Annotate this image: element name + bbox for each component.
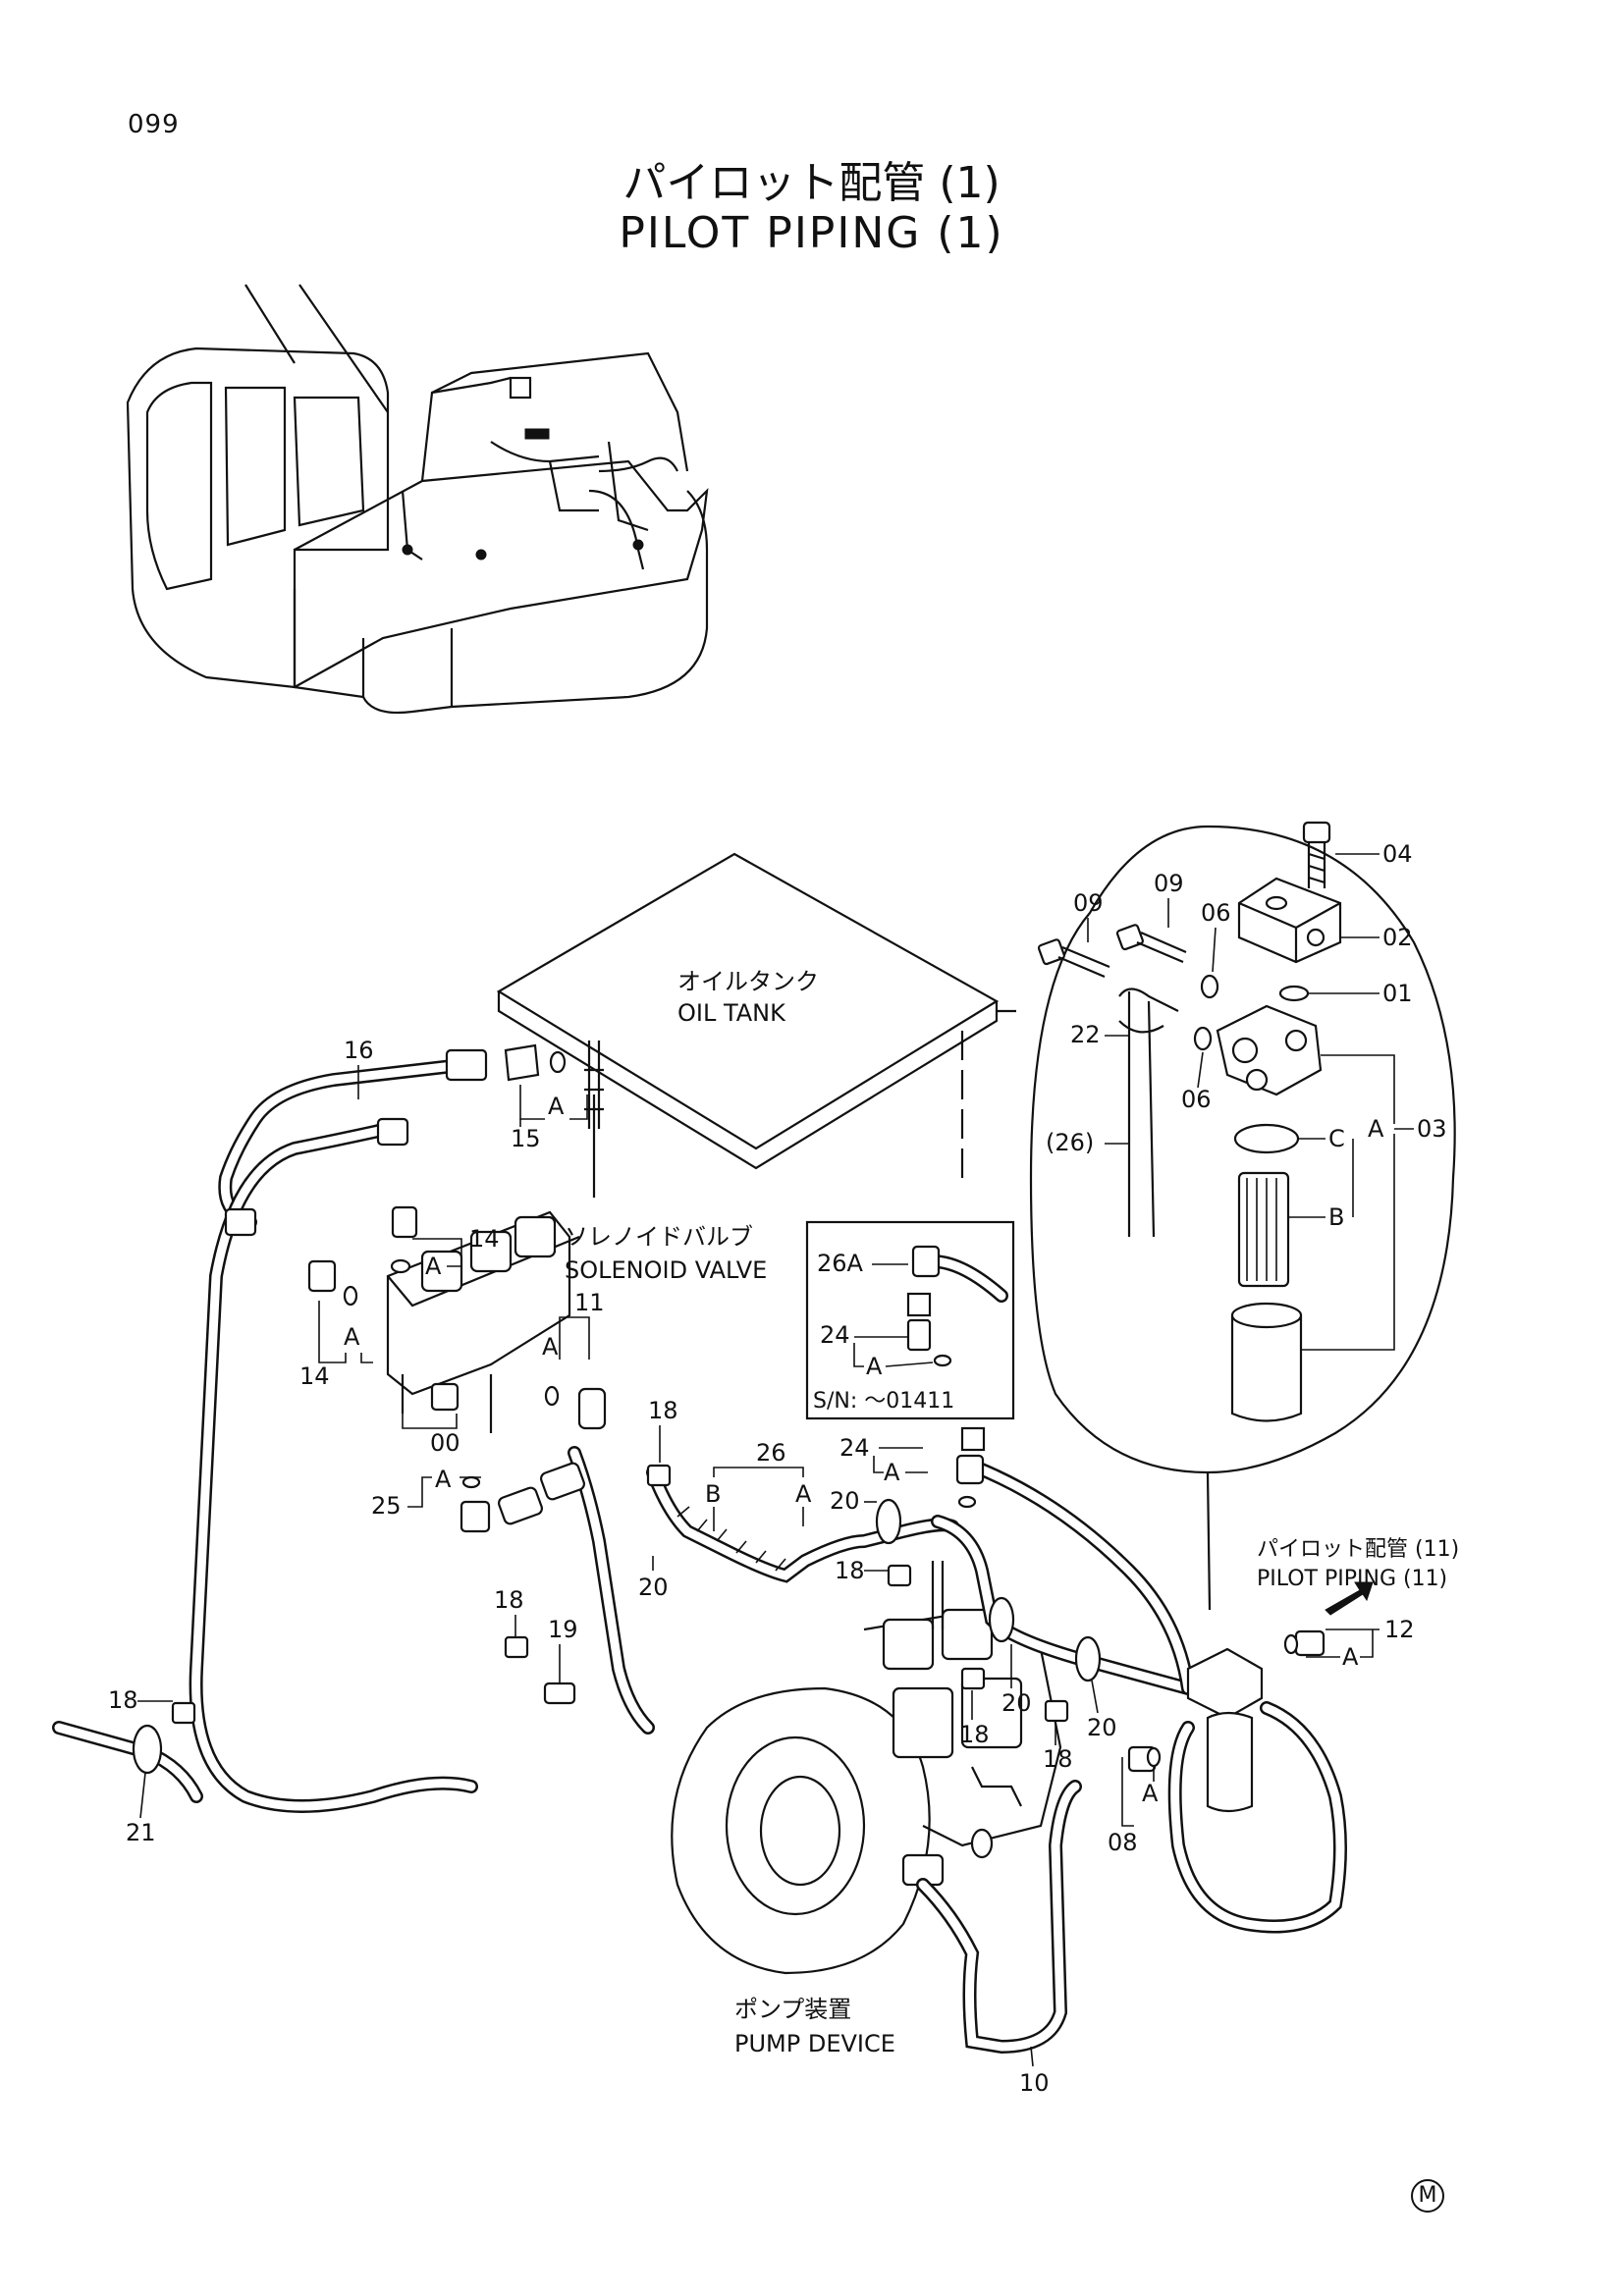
callout-labels: 16 A 15 14 A A 14 11 A 00 25 A 18 26 B A… <box>108 1037 1415 2097</box>
callout-01: 01 <box>1382 980 1413 1007</box>
callout-26a-inset: 26A <box>817 1250 864 1277</box>
callout-b-filter: B <box>1328 1203 1344 1231</box>
callout-c-filter: C <box>1328 1125 1345 1152</box>
excavator-overview-illustration <box>126 284 709 715</box>
solenoid-valve-label-japanese: ソレノイドバルブ <box>565 1223 753 1251</box>
callout-09-left: 09 <box>1073 889 1104 917</box>
callout-25: 25 <box>371 1492 402 1520</box>
callout-24: 24 <box>839 1434 870 1462</box>
callout-a-12: A <box>1342 1643 1359 1671</box>
callout-00: 00 <box>430 1429 460 1457</box>
callout-08: 08 <box>1108 1829 1138 1856</box>
pump-device-label-japanese: ポンプ装置 <box>734 1996 851 2023</box>
callout-18-left: 18 <box>494 1586 524 1614</box>
callout-04: 04 <box>1382 840 1413 868</box>
callout-22: 22 <box>1070 1021 1101 1048</box>
callout-18-far-left: 18 <box>108 1686 138 1714</box>
callout-10: 10 <box>1019 2069 1050 2097</box>
callout-09-right: 09 <box>1154 870 1184 897</box>
callout-02: 02 <box>1382 924 1413 951</box>
callout-a-inset: A <box>866 1353 883 1380</box>
oil-tank-illustration: オイルタンク OIL TANK <box>496 852 1016 1178</box>
callout-18-top: 18 <box>648 1397 678 1424</box>
callout-03: 03 <box>1417 1115 1447 1143</box>
callout-15: 15 <box>511 1125 541 1152</box>
callout-20-center: 20 <box>830 1487 860 1515</box>
callout-14-upper: 14 <box>469 1225 500 1253</box>
oil-tank-label-japanese: オイルタンク <box>677 968 819 995</box>
callout-a-25: A <box>435 1466 452 1493</box>
callout-11: 11 <box>574 1289 605 1316</box>
page-title-japanese: パイロット配管 (1) <box>622 158 1001 208</box>
callout-06-lower: 06 <box>1181 1086 1212 1113</box>
callout-18-pump: 18 <box>959 1721 990 1748</box>
callout-20-left: 20 <box>638 1574 669 1601</box>
callout-24-inset: 24 <box>820 1321 850 1349</box>
pump-device-label-english: PUMP DEVICE <box>734 2030 895 2057</box>
callout-18-right: 18 <box>1043 1745 1073 1773</box>
callout-20-pump: 20 <box>1001 1689 1032 1717</box>
bolts-18 <box>171 1464 1069 1725</box>
pilot-filter-detail-balloon: 04 02 01 03 A C B 09 09 06 06 22 (26) <box>1029 821 1456 1474</box>
oil-tank-label-english: OIL TANK <box>677 999 786 1027</box>
callout-a-15: A <box>548 1093 565 1120</box>
callout-16: 16 <box>344 1037 374 1064</box>
callout-a-14-upper: A <box>425 1253 442 1280</box>
callout-20-right: 20 <box>1087 1714 1117 1741</box>
serial-number-inset: 26A 24 A S/N: ～01411 <box>805 1220 1015 1420</box>
pilot-piping-11-label-english: PILOT PIPING (11) <box>1257 1567 1447 1591</box>
callout-21: 21 <box>126 1819 156 1846</box>
solenoid-valve-label-english: SOLENOID VALVE <box>565 1256 767 1284</box>
callout-06-upper: 06 <box>1201 899 1231 927</box>
manufacturer-mark: M <box>1411 2179 1444 2213</box>
callout-a-26: A <box>795 1480 812 1508</box>
pump-device-illustration: ポンプ装置 PUMP DEVICE <box>671 1561 1062 2057</box>
callout-a-filter: A <box>1368 1115 1384 1143</box>
callout-18-center: 18 <box>835 1557 865 1584</box>
callout-26-paren: (26) <box>1046 1129 1094 1156</box>
callout-a-08: A <box>1142 1780 1159 1807</box>
pilot-hose-assembly-left <box>52 1043 567 1813</box>
serial-number-note: S/N: ～01411 <box>813 1389 954 1414</box>
callout-12: 12 <box>1384 1616 1415 1643</box>
pilot-hose-assembly-center: パイロット配管 (11) PILOT PIPING (11) <box>460 1426 1459 2055</box>
solenoid-valve-illustration: ソレノイドバルブ SOLENOID VALVE <box>307 1095 767 1433</box>
callout-b-26: B <box>705 1480 721 1508</box>
callout-a-11: A <box>542 1333 559 1361</box>
pilot-piping-11-label-japanese: パイロット配管 (11) <box>1257 1537 1459 1562</box>
callout-19: 19 <box>548 1616 578 1643</box>
page-title-english: PILOT PIPING (1) <box>619 208 1004 258</box>
callout-a-14-lower: A <box>344 1323 360 1351</box>
page-number: 099 <box>128 110 180 139</box>
callout-26: 26 <box>756 1439 786 1467</box>
callout-a-24: A <box>884 1459 900 1486</box>
callout-14-lower: 14 <box>299 1362 330 1390</box>
